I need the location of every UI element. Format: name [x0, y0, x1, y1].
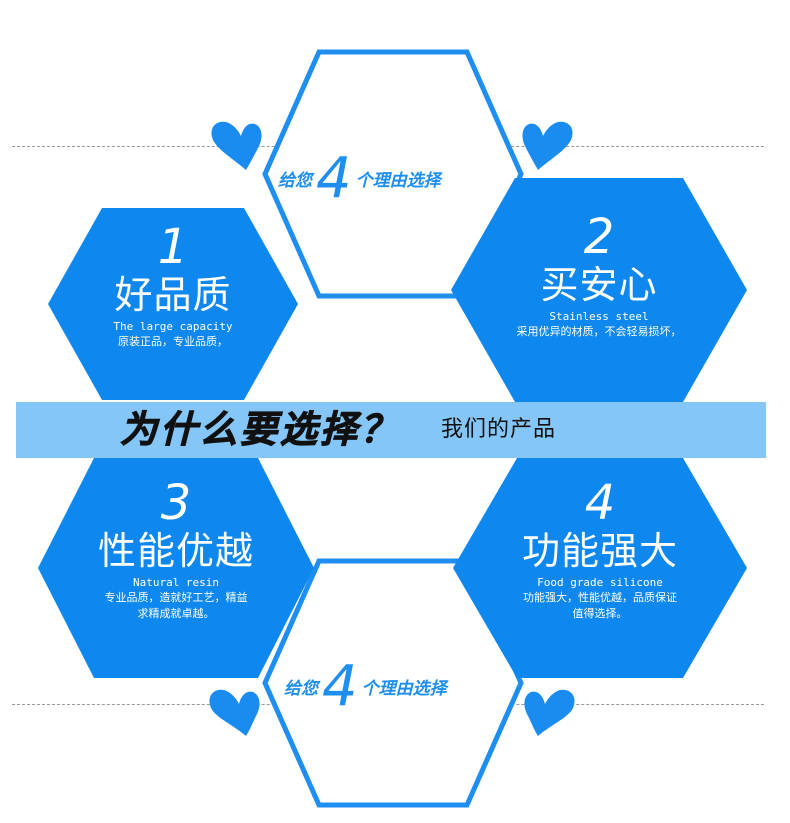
feature-desc: 采用优异的材质，不会轻易损坏， [516, 325, 682, 338]
feature-desc: 功能强大，性能优越，品质保证 [523, 591, 677, 604]
reason-number: 4 [322, 654, 358, 719]
feature-title: 性能优越 [97, 529, 254, 573]
feature-card-3: 3 性能优越 Natural resin 专业品质，造就好工艺，精益 求精成就卓… [38, 478, 314, 622]
feature-card-4: 4 功能强大 Food grade silicone 功能强大，性能优越，品质保… [453, 478, 747, 622]
reason-suffix: 个理由选择 [355, 171, 441, 191]
band-title: 为什么要选择？ [120, 408, 400, 452]
feature-desc: 原装正品，专业品质， [118, 335, 228, 348]
feature-title: 买安心 [540, 263, 658, 307]
reason-prefix: 给您 [278, 171, 312, 191]
heart-icon [211, 121, 262, 170]
band-subtitle: 我们的产品 [441, 417, 557, 442]
reason-number: 4 [316, 146, 352, 211]
feature-english: Stainless steel [549, 310, 649, 323]
feature-number: 1 [157, 219, 189, 275]
feature-card-2: 2 买安心 Stainless steel 采用优异的材质，不会轻易损坏， [451, 212, 747, 340]
hexagon-feature-2 [451, 178, 747, 402]
hexagon-feature-1 [48, 208, 298, 400]
hexagon-feature-3 [38, 458, 314, 678]
heart-icon [524, 689, 575, 736]
feature-english: Food grade silicone [537, 576, 663, 589]
feature-english: Natural resin [132, 576, 220, 589]
heart-icon [209, 689, 260, 736]
feature-card-1: 1 好品质 The large capacity 原装正品，专业品质， [48, 222, 298, 350]
feature-english: The large capacity [113, 320, 233, 333]
feature-desc-2: 值得选择。 [572, 607, 628, 620]
highlight-band [16, 402, 766, 458]
feature-desc: 专业品质，造就好工艺，精益 [104, 591, 248, 604]
hexagon-feature-4 [453, 458, 747, 678]
feature-number: 2 [583, 209, 615, 265]
reason-prefix: 给您 [284, 679, 318, 699]
feature-desc-2: 求精成就卓越。 [137, 607, 215, 620]
heart-icon [522, 121, 573, 170]
feature-number: 3 [160, 475, 192, 531]
feature-number: 4 [584, 475, 616, 531]
feature-title: 好品质 [114, 273, 232, 317]
reason-suffix: 个理由选择 [361, 679, 447, 699]
feature-title: 功能强大 [521, 529, 678, 573]
